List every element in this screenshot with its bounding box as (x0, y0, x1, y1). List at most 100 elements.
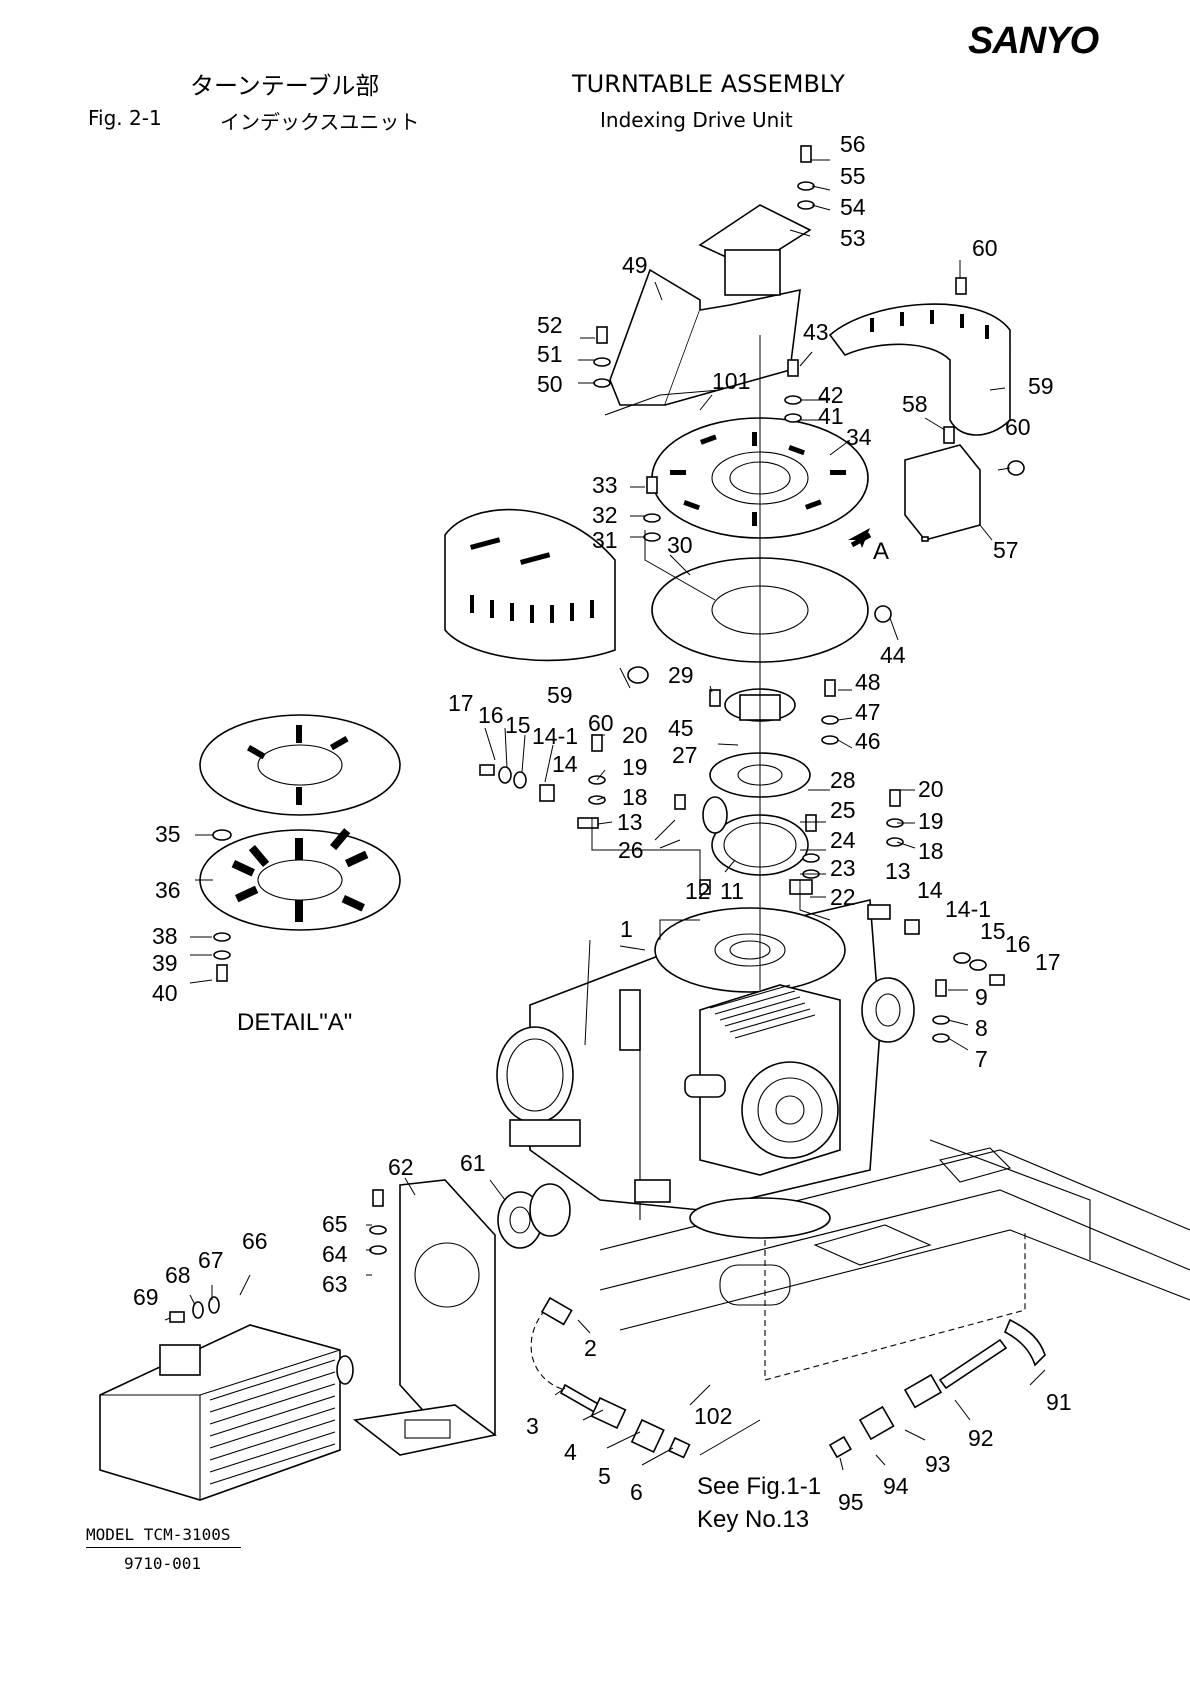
callout-2: 2 (584, 1335, 597, 1361)
callout-30: 30 (667, 532, 693, 558)
callout-14-left: 14 (552, 751, 578, 777)
model-underline (86, 1547, 241, 1548)
callout-43: 43 (803, 319, 829, 345)
reference-note-line-1: See Fig.1-1 (697, 1473, 821, 1500)
view-arrow-icon (848, 528, 870, 548)
callout-95: 95 (838, 1489, 864, 1515)
cover-part-59-left (444, 508, 616, 662)
callout-17-right: 17 (1035, 949, 1061, 975)
callout-28: 28 (830, 767, 856, 793)
callout-12: 12 (685, 878, 711, 904)
callout-11: 11 (720, 878, 744, 904)
callout-63: 63 (322, 1271, 348, 1297)
callout-20-left: 20 (622, 722, 648, 748)
index-housing-part-1 (496, 899, 915, 1239)
callout-55: 55 (840, 163, 866, 189)
callout-8: 8 (975, 1015, 988, 1041)
callout-labels: 56 55 54 53 49 60 52 51 50 101 43 42 41 … (133, 131, 1072, 1515)
title-english: TURNTABLE ASSEMBLY (572, 70, 845, 98)
callout-59-left: 59 (547, 682, 573, 708)
detail-a-discs (199, 714, 401, 931)
callout-25: 25 (830, 797, 856, 823)
coupling-part-61 (497, 1183, 571, 1249)
callout-56: 56 (840, 131, 866, 157)
callout-14-1-left: 14-1 (532, 723, 578, 749)
callout-101: 101 (712, 368, 750, 394)
callout-16-right: 16 (1005, 931, 1031, 957)
title-japanese: ターンテーブル部 (190, 72, 380, 100)
callout-14-right: 14 (917, 877, 943, 903)
callout-59-right: 59 (1028, 373, 1054, 399)
callout-42: 42 (818, 382, 844, 408)
callout-47: 47 (855, 699, 881, 725)
callout-46: 46 (855, 728, 881, 754)
callout-27: 27 (672, 742, 698, 768)
callout-49: 49 (622, 252, 648, 278)
callout-36: 36 (155, 877, 181, 903)
hose-fittings-right (828, 1318, 1046, 1459)
callout-15-right: 15 (980, 918, 1006, 944)
callout-40: 40 (152, 980, 178, 1006)
sanyo-logo: SANYO (968, 20, 1099, 62)
callout-62: 62 (388, 1154, 414, 1180)
detail-a-label: DETAIL"A" (237, 1009, 352, 1036)
callout-93: 93 (925, 1451, 951, 1477)
leader-lines (164, 159, 1046, 1471)
callout-20-right: 20 (918, 776, 944, 802)
subtitle-english: Indexing Drive Unit (600, 108, 793, 132)
callout-91: 91 (1046, 1389, 1072, 1415)
callout-33: 33 (592, 472, 618, 498)
callout-9: 9 (975, 984, 988, 1010)
callout-19-right: 19 (918, 808, 944, 834)
callout-13-right: 13 (885, 858, 911, 884)
callout-17-left: 17 (448, 690, 474, 716)
cover-part-59-right (828, 303, 1011, 541)
callout-22: 22 (830, 884, 856, 910)
callout-4: 4 (564, 1439, 577, 1465)
callout-69: 69 (133, 1284, 159, 1310)
callout-19-left: 19 (622, 754, 648, 780)
callout-38: 38 (152, 923, 178, 949)
reference-note-line-2: Key No.13 (697, 1506, 809, 1533)
callout-41: 41 (818, 403, 844, 429)
callout-45: 45 (668, 715, 694, 741)
callout-1: 1 (620, 916, 633, 942)
view-arrow-shaft (850, 532, 872, 548)
model-number: MODEL TCM-3100S (86, 1525, 231, 1544)
callout-67: 67 (198, 1247, 224, 1273)
callout-7: 7 (975, 1046, 988, 1072)
figure-label: Fig. 2-1 (88, 106, 162, 130)
callout-6: 6 (630, 1479, 643, 1505)
callout-53: 53 (840, 225, 866, 251)
callout-61: 61 (460, 1150, 486, 1176)
callout-3: 3 (526, 1413, 539, 1439)
callout-39: 39 (152, 950, 178, 976)
callout-51: 51 (537, 341, 563, 367)
callout-18-right: 18 (918, 838, 944, 864)
callout-29: 29 (668, 662, 694, 688)
callout-44: 44 (880, 642, 906, 668)
callout-54: 54 (840, 194, 866, 220)
callout-65: 65 (322, 1211, 348, 1237)
callout-26: 26 (618, 837, 644, 863)
callout-58: 58 (902, 391, 928, 417)
support-bracket-part-49 (604, 204, 812, 416)
callout-102: 102 (694, 1403, 732, 1429)
callout-34: 34 (846, 424, 872, 450)
callout-94: 94 (883, 1473, 909, 1499)
callout-64: 64 (322, 1241, 348, 1267)
callout-15-left: 15 (505, 712, 531, 738)
callout-35: 35 (155, 821, 181, 847)
callout-13-left: 13 (617, 809, 643, 835)
callout-31: 31 (592, 527, 618, 553)
callout-66: 66 (242, 1228, 268, 1254)
callout-16-left: 16 (478, 702, 504, 728)
callout-5: 5 (598, 1463, 611, 1489)
callout-48: 48 (855, 669, 881, 695)
hose-fittings-left (530, 1296, 691, 1459)
callout-60-right: 60 (1005, 414, 1031, 440)
callout-23: 23 (830, 855, 856, 881)
fasteners (169, 145, 1025, 1323)
callout-60-left: 60 (588, 710, 614, 736)
callout-18-left: 18 (622, 784, 648, 810)
